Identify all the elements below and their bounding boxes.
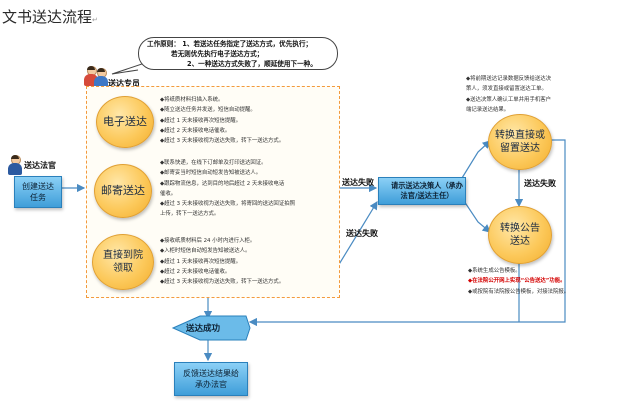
notes-announce: ◆系统生成公告模板。 ◆在法院公开网上实现“公告送达”功能。 ◆或按院有法院报公… [468,268,570,295]
node-create-task: 创建送达任务 [14,176,62,208]
court-officer-label: 送达法官 [24,161,56,170]
node-success: 送达成功 [186,324,221,334]
notes-electronic: ◆将纸质材料扫描入系统。 ◆随立送达任务并发送，短信自动提醒。 ◆超过 1 天未… [160,97,285,145]
node-electronic: 电子送达 [96,96,154,148]
specialist-avatar-icon-2 [94,68,108,88]
work-principle-callout: 工作原则： 1、若送达任务指定了送达方式，优先执行； 若无则优先执行电子送达方式… [138,37,338,70]
edge-requester-to-announce [461,197,491,233]
notes-postal: ◆联系快递，在线下订邮单及打印送达回证。 ◆邮寄妥当时短信自动短发告知被送达人。… [160,160,295,218]
notes-decision: ◆将前期送达记录数据反馈给送达决 策人，须发直接或留置送达工单。 ◆送达决策人确… [466,76,552,113]
edge-label-fail-3: 送达失败 [524,179,556,188]
edge-convert-to-success [248,139,566,327]
node-announce: 转换公告送达 [488,206,552,264]
edge-label-fail-2: 送达失败 [346,229,378,238]
specialist-label: 送达专员 [108,79,140,88]
notes-in-court: ◆接收纸质材料后 24 小时内进行入柜。 ◆入柜时短信自动短发告知被送达人。 ◆… [160,238,285,286]
node-in-court: 直接到院领取 [92,234,154,290]
node-requester: 请示送达决策人（承办法官/送达主任） [378,177,466,205]
node-feedback: 反馈送达结果给承办法官 [174,362,248,396]
success-diamond-shape [171,315,251,341]
node-convert: 转换直接或留置送达 [488,114,552,170]
callout-pointer [111,63,142,75]
court-officer-avatar-icon [8,155,22,175]
edge-requester-to-convert [461,140,491,179]
node-postal: 邮寄送达 [94,164,152,218]
edge-incourt-to-requester [337,200,378,267]
edge-label-fail-1: 送达失败 [342,178,374,187]
page-title: 文书送达流程↵ [2,8,98,26]
